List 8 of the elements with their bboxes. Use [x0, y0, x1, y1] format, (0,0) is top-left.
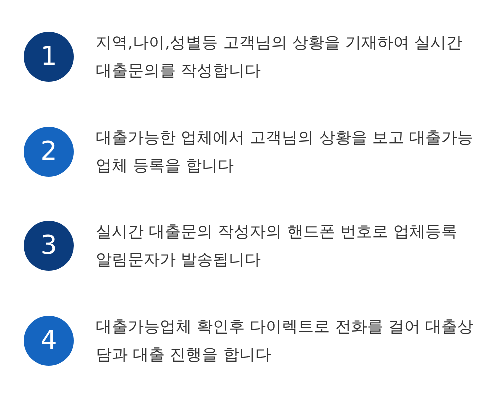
step-description: 지역,나이,성별등 고객님의 상황을 기재하여 실시간 대출문의를 작성합니다 [96, 32, 464, 82]
number-circle: 3 [24, 221, 74, 271]
step-description: 대출가능업체 확인후 다이렉트로 전화를 걸어 대출상담과 대출 진행을 합니다 [96, 316, 474, 366]
step-description: 대출가능한 업체에서 고객님의 상황을 보고 대출가능업체 등록을 합니다 [96, 127, 474, 177]
number-circle: 1 [24, 32, 74, 82]
number-circle: 4 [24, 316, 74, 366]
number-circle: 2 [24, 127, 74, 177]
step-description: 실시간 대출문의 작성자의 핸드폰 번호로 업체등록 알림문자가 발송됩니다 [96, 221, 458, 271]
